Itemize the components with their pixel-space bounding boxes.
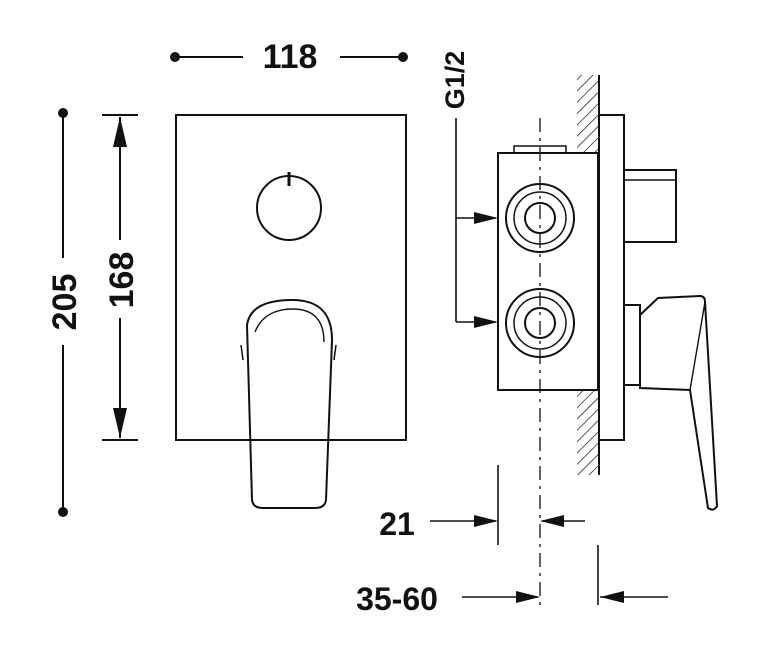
total-height-label: 205 (46, 274, 84, 331)
thread-callout: G1/2 (440, 51, 498, 328)
lever-handle (240, 298, 337, 509)
inlet-port-lower (505, 288, 575, 358)
inlet-port-upper (505, 183, 575, 253)
wall-hatch-top (577, 75, 599, 153)
side-view: G1/2 21 (356, 51, 719, 617)
trim-plate-edge (598, 114, 677, 441)
width-label: 118 (263, 38, 318, 76)
depth-min-dimension: 21 (379, 465, 585, 545)
depth-range-label: 35-60 (356, 581, 438, 617)
thread-label: G1/2 (440, 51, 470, 110)
valve-body (497, 145, 599, 391)
width-dimension: 118 (170, 38, 408, 76)
depth-min-label: 21 (379, 506, 415, 542)
front-view: 118 205 168 (46, 38, 408, 517)
depth-range-dimension: 35-60 (356, 545, 668, 617)
total-height-dimension: 205 (46, 108, 84, 517)
side-lever (623, 294, 719, 511)
plate-height-label: 168 (103, 252, 141, 309)
cover-plate (175, 114, 407, 441)
diverter-knob (256, 172, 322, 241)
wall-hatch-bottom (577, 390, 599, 475)
plate-height-dimension: 168 (102, 114, 141, 441)
